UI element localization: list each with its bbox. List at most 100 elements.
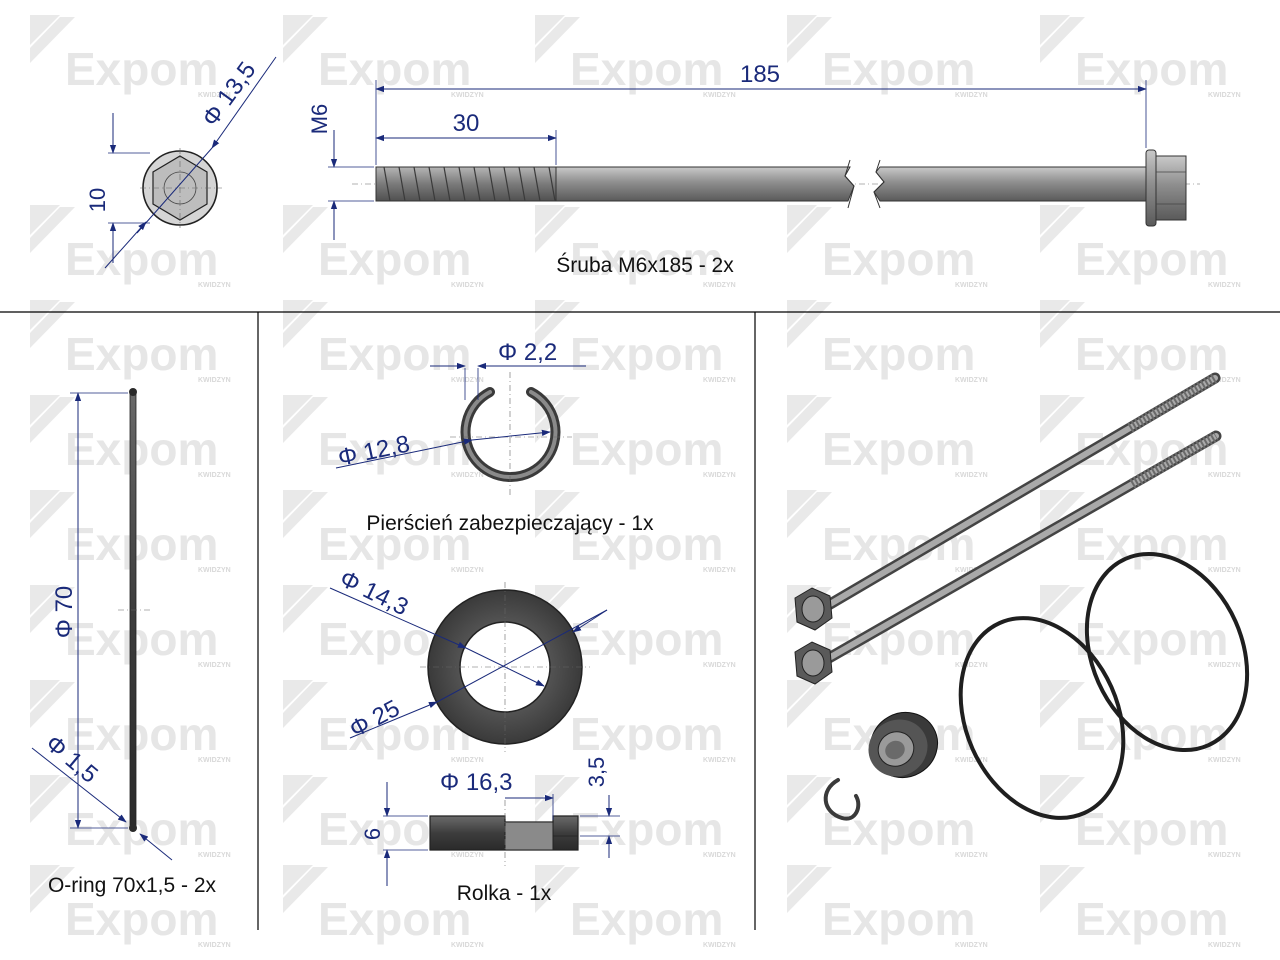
watermark-brand: Expom <box>822 328 975 380</box>
watermark-brand: Expom <box>570 708 723 760</box>
thread-ridge <box>548 166 556 202</box>
watermark-sub: KWIDZYN <box>451 377 484 384</box>
watermark-brand: Expom <box>1075 893 1228 945</box>
watermark-sub: KWIDZYN <box>1208 942 1241 949</box>
watermark-brand: Expom <box>1075 708 1228 760</box>
watermark-sub: KWIDZYN <box>451 282 484 289</box>
bolt-thread-length-dim: 30 <box>453 110 480 137</box>
iso-oring-2 <box>958 616 1126 820</box>
watermark-brand: Expom <box>1075 328 1228 380</box>
oring-diameter-dim: Φ 70 <box>51 586 78 639</box>
watermark-sub: KWIDZYN <box>1208 282 1241 289</box>
watermark-brand: Expom <box>1075 518 1228 570</box>
watermark-sub: KWIDZYN <box>955 377 988 384</box>
watermark-sub: KWIDZYN <box>198 942 231 949</box>
watermark-sub: KWIDZYN <box>198 662 231 669</box>
thread-ridge <box>428 166 436 202</box>
circlip-caption: Pierścień zabezpieczający - 1x <box>366 512 654 535</box>
watermark-brand: Expom <box>65 893 218 945</box>
watermark-brand: Expom <box>318 893 471 945</box>
iso-bolt-2 <box>794 430 1222 685</box>
iso-roller <box>868 711 939 779</box>
watermark-sub: KWIDZYN <box>198 377 231 384</box>
watermark-brand: Expom <box>570 328 723 380</box>
watermark-sub: KWIDZYN <box>703 567 736 574</box>
watermark-brand: Expom <box>570 518 723 570</box>
watermark-sub: KWIDZYN <box>703 472 736 479</box>
bolt-thread <box>383 166 556 202</box>
thread-ridge <box>473 166 481 202</box>
watermark-brand: Expom <box>318 43 471 95</box>
watermark-sub: KWIDZYN <box>703 282 736 289</box>
watermark-sub: KWIDZYN <box>955 662 988 669</box>
circlip-wire-dim: Φ 2,2 <box>498 339 557 366</box>
watermark-brand: Expom <box>570 893 723 945</box>
watermark-sub: KWIDZYN <box>451 852 484 859</box>
isometric-parts-view <box>794 372 1250 821</box>
bolt-caption: Śruba M6x185 - 2x <box>556 253 734 277</box>
watermark-brand: Expom <box>65 43 218 95</box>
watermark-sub: KWIDZYN <box>1208 92 1241 99</box>
watermark-brand: Expom <box>1075 43 1228 95</box>
thread-ridge <box>443 166 451 202</box>
watermark-sub: KWIDZYN <box>703 662 736 669</box>
watermark-brand: Expom <box>1075 233 1228 285</box>
watermark-brand: Expom <box>65 233 218 285</box>
watermark-sub: KWIDZYN <box>955 92 988 99</box>
watermark-sub: KWIDZYN <box>198 567 231 574</box>
watermark-sub: KWIDZYN <box>955 472 988 479</box>
thread-ridge <box>533 166 541 202</box>
watermark-brand: Expom <box>822 893 975 945</box>
watermark-brand: Expom <box>1075 803 1228 855</box>
watermark-brand: Expom <box>822 423 975 475</box>
watermark-sub: KWIDZYN <box>1208 852 1241 859</box>
roller-height-dim: 6 <box>360 828 385 840</box>
watermark-brand: Expom <box>65 328 218 380</box>
watermark-sub: KWIDZYN <box>198 472 231 479</box>
watermark-brand: Expom <box>318 233 471 285</box>
watermark-sub: KWIDZYN <box>198 282 231 289</box>
washer-drawing: Φ 14,3 Φ 25 <box>329 565 608 752</box>
watermark-brand: Expom <box>570 233 723 285</box>
watermark-brand: Expom <box>570 43 723 95</box>
watermark-sub: KWIDZYN <box>451 472 484 479</box>
watermark-brand: Expom <box>822 233 975 285</box>
thread-ridge <box>518 166 526 202</box>
watermark-brand: Expom <box>65 613 218 665</box>
roller-bore-dim: Φ 16,3 <box>440 769 513 796</box>
roller-caption: Rolka - 1x <box>457 882 552 905</box>
watermark-grid: ExpomKWIDZYNExpomKWIDZYNExpomKWIDZYNExpo… <box>30 15 1241 949</box>
thread-ridge <box>383 166 391 202</box>
thread-ridge <box>398 166 406 202</box>
watermark-sub: KWIDZYN <box>703 757 736 764</box>
watermark-brand: Expom <box>570 613 723 665</box>
watermark-brand: Expom <box>318 518 471 570</box>
watermark-sub: KWIDZYN <box>1208 472 1241 479</box>
watermark-sub: KWIDZYN <box>451 567 484 574</box>
watermark-sub: KWIDZYN <box>703 942 736 949</box>
thread-ridge <box>488 166 496 202</box>
watermark-brand: Expom <box>1075 613 1228 665</box>
